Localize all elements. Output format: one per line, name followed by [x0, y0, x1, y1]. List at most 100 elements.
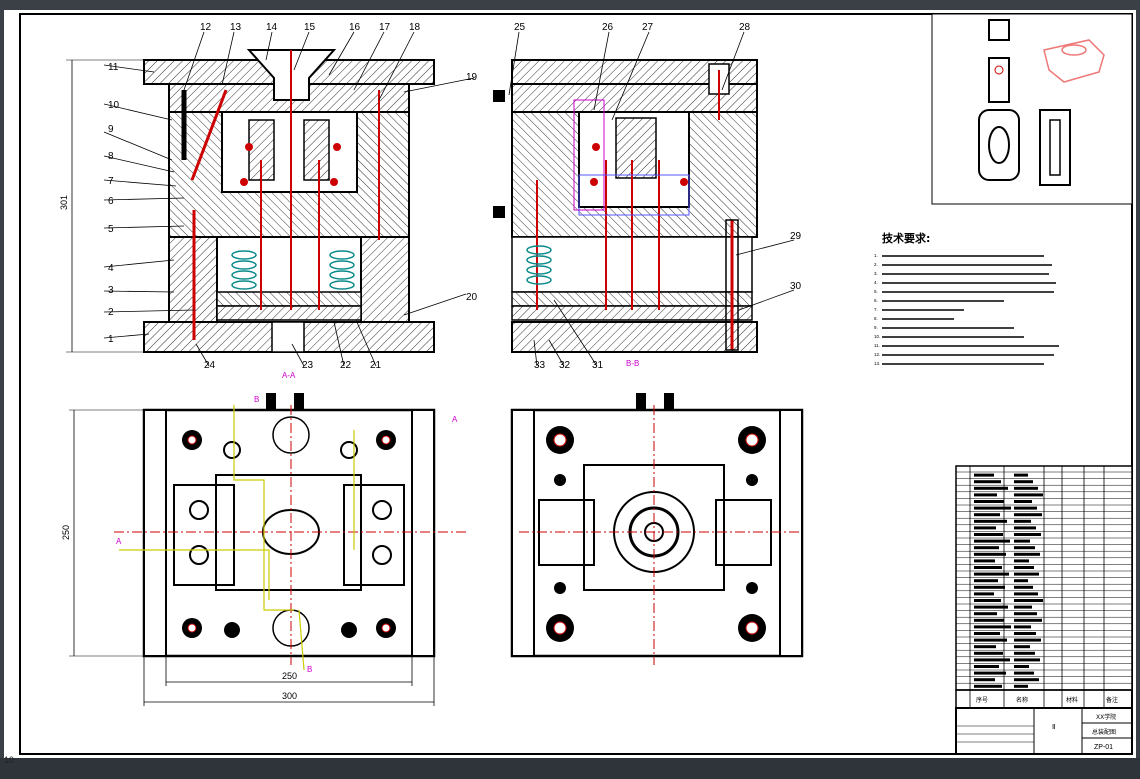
cut-mark: B [307, 665, 312, 674]
part-label: 23 [302, 360, 314, 371]
part-label: 13 [230, 22, 242, 33]
parts-row-text-block [974, 572, 1009, 576]
parts-row-text-block [974, 665, 999, 668]
part-label: 6 [108, 196, 114, 207]
parts-row-text-block [974, 671, 1006, 675]
part-leaders-a-a [103, 31, 475, 367]
parts-row-text-block [974, 651, 1003, 655]
dim-depth: 250 [61, 525, 71, 540]
parts-row-text-block [1014, 546, 1035, 550]
dimension-height: 301 [59, 59, 144, 353]
tech-title: 技术要求: [882, 231, 930, 245]
dim-height-text: 301 [59, 195, 69, 210]
part-labels-a-a: 12 13 14 15 16 17 18 11 10 9 8 7 6 5 4 3… [108, 22, 478, 371]
section-label-b-b: B-B [626, 359, 639, 368]
parts-row-text-block [1014, 678, 1039, 682]
part-label: 25 [514, 22, 526, 33]
parts-row-text-block [974, 612, 997, 616]
parts-row-text-block [974, 585, 1005, 589]
part-labels-b-b: 25 26 27 28 29 30 33 32 31 [514, 22, 802, 371]
parts-row-text-block [974, 618, 1004, 622]
window-bottom-bar [0, 758, 1140, 779]
plan-view-right [510, 393, 804, 665]
tech-note: 2. [874, 262, 878, 267]
tech-note: 3. [874, 271, 878, 276]
part-label: 18 [409, 22, 421, 33]
part-label: 22 [340, 360, 352, 371]
parts-row-text-block [974, 519, 1007, 523]
parts-row-text-block [974, 592, 994, 596]
parts-row-text-block [1014, 572, 1039, 576]
parts-row-text-block [974, 658, 1010, 662]
part-label: 17 [379, 22, 391, 33]
parts-row-text-block [1014, 506, 1037, 510]
parts-list-rows [956, 471, 1132, 688]
part-label: 32 [559, 360, 571, 371]
parts-row-text-block [1014, 513, 1042, 517]
parts-row-text-block [1014, 618, 1042, 622]
tech-note: 9. [874, 325, 878, 330]
part-label: 4 [108, 263, 114, 274]
part-label: 24 [204, 360, 216, 371]
parts-row-text-block [1014, 480, 1033, 484]
tech-note: 11. [874, 343, 880, 348]
parts-row-text-block [1014, 493, 1043, 497]
parts-row-text-block [1014, 612, 1037, 616]
parts-row-text-block [1014, 533, 1041, 536]
title-block-mark: Ⅱ [1052, 724, 1055, 731]
parts-row-text-block [974, 506, 1011, 510]
parts-row-text-block [1014, 605, 1032, 609]
tech-note: 12. [874, 352, 880, 357]
tech-note: 10. [874, 334, 880, 339]
title-block-drawing-no: ZP-01 [1094, 744, 1113, 751]
dim-width-outer: 300 [282, 691, 297, 701]
part-label: 20 [466, 292, 478, 303]
col-header-note: 备注 [1106, 696, 1118, 704]
part-label: 10 [108, 100, 120, 111]
part-label: 5 [108, 224, 114, 235]
cut-mark: B [254, 395, 259, 404]
parts-row-text-block [1014, 579, 1028, 583]
col-header-name: 名称 [1016, 696, 1028, 704]
parts-row-text-block [1014, 645, 1030, 649]
parts-row-text-block [974, 605, 1008, 609]
part-label: 2 [108, 307, 114, 318]
part-label: 3 [108, 285, 114, 296]
part-label: 30 [790, 281, 802, 292]
section-a-a-view [143, 49, 435, 353]
part-label: 33 [534, 360, 546, 371]
part-label: 26 [602, 22, 614, 33]
parts-row-text-block [974, 513, 1000, 517]
parts-row-text-block [1014, 592, 1038, 596]
part-label: 29 [790, 231, 802, 242]
part-label: 27 [642, 22, 654, 33]
parts-row-text-block [974, 546, 999, 550]
drawing-sheet: 12 13 14 15 16 17 18 11 10 9 8 7 6 5 4 3… [4, 10, 1136, 758]
parts-row-text-block [1014, 486, 1038, 490]
tech-note: 8. [874, 316, 878, 321]
parts-row-text-block [974, 678, 995, 682]
parts-row-text-block [974, 552, 1006, 556]
col-header-no: 序号 [976, 696, 988, 704]
parts-row-text-block [974, 480, 1001, 484]
technical-requirements: 技术要求: 1. 2. 3. 4. 5. 6. 7. 8. 9. 10. 11.… [874, 231, 1059, 366]
corner-mark: 10 [4, 755, 15, 765]
tech-note: 6. [874, 298, 878, 303]
parts-row-text-block [1014, 552, 1040, 556]
parts-row-text-block [1014, 473, 1028, 477]
parts-row-text-block [1014, 539, 1030, 543]
parts-row-text-block [1014, 519, 1031, 523]
tech-note: 5. [874, 289, 878, 294]
part-label: 31 [592, 360, 604, 371]
parts-row-text-block [1014, 684, 1028, 688]
part-label: 7 [108, 176, 114, 187]
parts-row-text-block [1014, 638, 1041, 642]
parts-list: 序号 名称 材料 备注 [955, 465, 1133, 710]
parts-row-text-block [1014, 559, 1029, 563]
parts-row-text-block [974, 645, 996, 649]
part-label: 1 [108, 334, 114, 345]
part-label: 11 [108, 62, 119, 73]
parts-row-text-block [1014, 625, 1031, 629]
section-b-b-view [493, 59, 758, 353]
parts-row-text-block [974, 638, 1007, 642]
